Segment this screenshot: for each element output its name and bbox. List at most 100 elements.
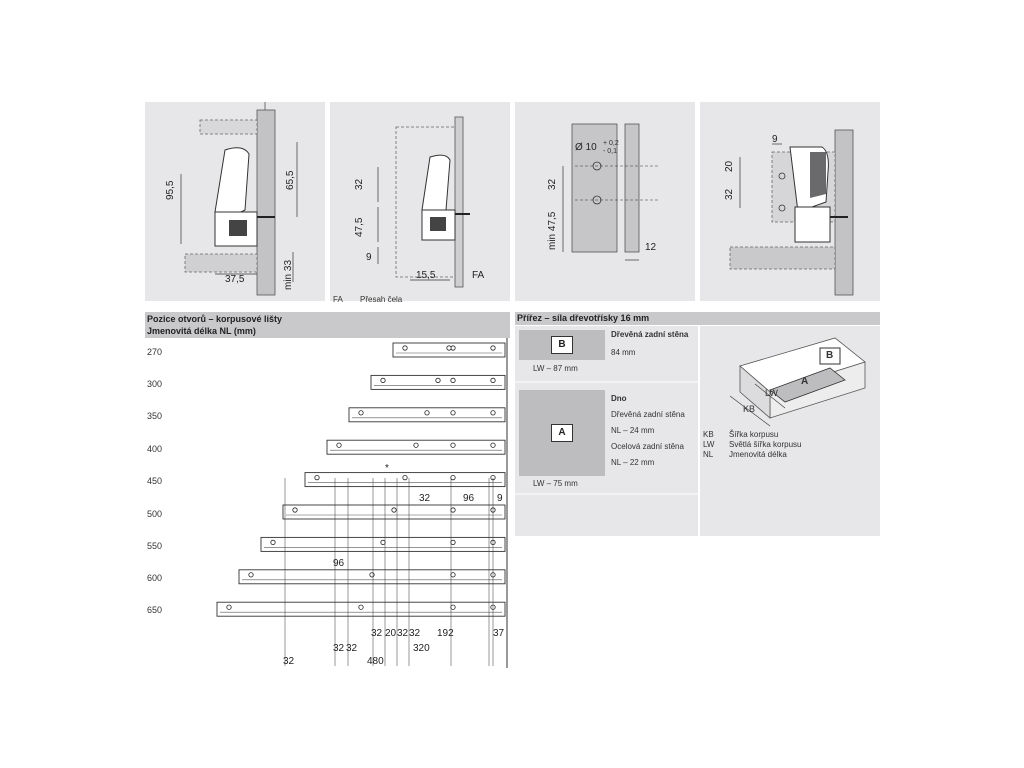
- piece-a-line2: NL – 24 mm: [611, 426, 655, 435]
- dim-37-5: 37,5: [225, 274, 245, 285]
- drawing-side-view-2: [377, 116, 470, 288]
- piece-a-line4: NL – 22 mm: [611, 458, 655, 467]
- dim-9: 9: [366, 252, 372, 263]
- length-label: 550: [147, 541, 163, 551]
- mounting-hole: [490, 377, 496, 384]
- length-label: 350: [147, 411, 163, 421]
- legend-kb-code: KB: [703, 430, 714, 439]
- mounting-hole: [292, 507, 298, 513]
- mounting-hole: [226, 604, 232, 610]
- mounting-hole: [314, 475, 320, 481]
- mounting-hole: [424, 410, 430, 416]
- mounting-hole: [336, 442, 342, 448]
- cut-sizes-panel: B Dřevěná zadní stěna 84 mm LW – 87 mm A…: [515, 326, 880, 536]
- header-cut-sizes-text: Přířez – síla dřevotřísky 16 mm: [517, 313, 650, 323]
- panel-side-view-1: 95,5 65,5 min 33 37,5: [145, 102, 325, 301]
- mounting-hole: [248, 572, 254, 578]
- bottom-dim-2: 320: [413, 643, 430, 654]
- length-label: 600: [147, 573, 163, 583]
- mounting-hole: [402, 345, 408, 351]
- mounting-hole: [446, 345, 452, 351]
- length-label: 500: [147, 509, 163, 519]
- dim-32: 32: [547, 178, 558, 190]
- mounting-hole: [270, 539, 276, 545]
- bottom-dim-3: 32: [283, 656, 295, 667]
- panel-front-view: 9 20 32: [700, 102, 880, 301]
- dim-row450-9: 9: [497, 493, 503, 504]
- dim-47-5: 47,5: [354, 217, 365, 237]
- mounting-hole: [450, 442, 456, 448]
- mounting-hole: [413, 442, 419, 448]
- marker-asterisk: *: [385, 463, 389, 474]
- dim-95-5: 95,5: [165, 180, 176, 200]
- dim-9: 9: [772, 134, 778, 145]
- section-header-cut-sizes: Přířez – síla dřevotřísky 16 mm: [515, 312, 880, 325]
- dim-12: 12: [645, 242, 657, 253]
- legend-kb-text: Šířka korpusu: [729, 430, 779, 439]
- dim-row450-96: 96: [463, 493, 475, 504]
- iso-label-a: A: [801, 376, 809, 387]
- length-label: 650: [147, 605, 163, 615]
- piece-b-title: Dřevěná zadní stěna: [611, 330, 689, 339]
- bottom-dim: 192: [437, 628, 454, 639]
- length-label: 450: [147, 476, 163, 486]
- legend-fa-text: Přesah čela: [360, 295, 403, 304]
- piece-a-letter: A: [551, 424, 573, 442]
- piece-a-line3: Ocelová zadní stěna: [611, 442, 684, 451]
- mounting-hole: [490, 345, 496, 351]
- header-line-2: Jmenovitá délka NL (mm): [147, 326, 256, 336]
- piece-a-line1: Dřevěná zadní stěna: [611, 410, 685, 419]
- bottom-dim-2: 32: [333, 643, 345, 654]
- piece-a-width: LW – 75 mm: [533, 479, 578, 488]
- bottom-dim-2: 32: [346, 643, 358, 654]
- dim-20: 20: [724, 160, 735, 172]
- mounting-hole: [450, 604, 456, 610]
- tolerance-minus: - 0,1: [603, 148, 618, 155]
- iso-label-b: B: [826, 350, 834, 361]
- mounting-hole: [402, 475, 408, 481]
- dim-15-5: 15,5: [416, 270, 436, 281]
- bottom-dim: 37: [493, 628, 505, 639]
- legend-fa-code: FA: [333, 295, 343, 304]
- mounting-hole: [358, 410, 364, 416]
- mounting-hole: [380, 377, 386, 384]
- mounting-hole: [450, 539, 456, 545]
- mounting-hole: [450, 377, 456, 384]
- length-label: 270: [147, 347, 163, 357]
- legend-lw-code: LW: [703, 440, 715, 449]
- mounting-hole: [358, 604, 364, 610]
- piece-b-width: LW – 87 mm: [533, 364, 578, 373]
- bottom-dim: 32: [397, 628, 409, 639]
- iso-label-kb: KB: [743, 404, 756, 414]
- dim-row450-32: 32: [419, 493, 431, 504]
- dim-65-5: 65,5: [285, 170, 296, 190]
- drawing-front-view: [729, 129, 854, 296]
- dim-fa: FA: [472, 270, 485, 281]
- drawing-side-view-1: [180, 102, 298, 296]
- bottom-dim: 32: [409, 628, 421, 639]
- bottom-dim-3: 480: [367, 656, 384, 667]
- piece-b-letter: B: [551, 336, 573, 354]
- dim-min-47-5: min 47,5: [547, 211, 558, 250]
- header-line-1: Pozice otvorů – korpusové lišty: [147, 314, 283, 324]
- mounting-hole: [450, 507, 456, 513]
- dim-min-33: min 33: [283, 259, 294, 290]
- rail-lengths-diagram: 270 300 350 400 450 500 550 600 650 * 32…: [145, 338, 510, 668]
- legend-lw-text: Světlá šířka korpusu: [729, 440, 802, 449]
- legend-nl-text: Jmenovitá délka: [729, 450, 787, 459]
- dim-row550-96: 96: [333, 558, 345, 569]
- mounting-hole: [490, 442, 496, 448]
- mounting-hole: [380, 539, 386, 545]
- length-label: 300: [147, 379, 163, 389]
- iso-label-lw: LW: [765, 388, 778, 398]
- panel-hole-detail: Ø 10 + 0,2 - 0,1 32 min 47,5 12: [515, 102, 695, 301]
- drawing-hole-detail: [562, 123, 660, 261]
- mounting-hole: [435, 377, 441, 384]
- mounting-hole: [450, 410, 456, 416]
- panel-side-view-2: 32 47,5 9 15,5 FA: [330, 102, 510, 301]
- dim-hole-diameter: Ø 10: [575, 142, 597, 153]
- mounting-hole: [450, 475, 456, 481]
- mounting-hole: [369, 572, 375, 578]
- rails-svg: [216, 338, 508, 668]
- dim-32: 32: [724, 188, 735, 200]
